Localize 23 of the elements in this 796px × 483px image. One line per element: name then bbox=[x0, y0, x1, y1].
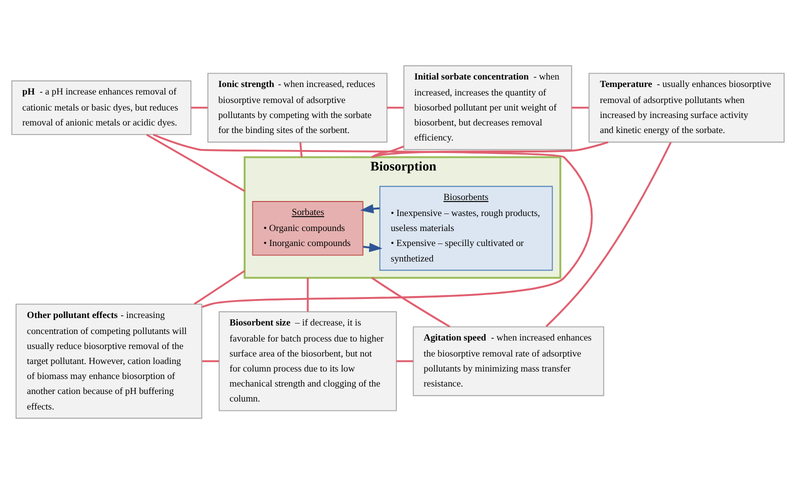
connector bbox=[146, 133, 246, 192]
connector bbox=[299, 142, 303, 157]
connector bbox=[371, 276, 450, 327]
node-box: Ionic strength - when increased, reduces biosorptive removal of adsorptive pollutants by competing with the sorbate for the binding sites of the sorbent. bbox=[207, 72, 388, 142]
connector bbox=[306, 277, 309, 312]
node-box: pH - a pH increase enhances removal of cationic metals or basic dyes, but reduces removal of anionic metals or acidic dyes. bbox=[11, 80, 192, 135]
connector bbox=[202, 360, 220, 362]
connector bbox=[546, 141, 672, 327]
node-box: Other pollutant effects - increasing concentration of competing pollutants will usually reduce biosorptive removal of the target pollutant. However, cation loading of biomass may enhance biosorption of another cation because of pH buffering effects. bbox=[16, 303, 202, 418]
node-box: Biosorbents • Inexpensive – wastes, rough products, useless materials • Expensive – specilly cultivated or synthetized bbox=[379, 185, 553, 270]
node-box: Sorbates • Organic compounds • Inorganic compounds bbox=[252, 200, 364, 256]
node-box: Agitation speed - when increased enhances the biosorptive removal rate of adsorptive pollutants by minimizing mass transfer resistance. bbox=[412, 326, 604, 396]
connector bbox=[387, 106, 404, 108]
node-box: Initial sorbate concentration - when increased, increases the quantity of biosorbed pollutant per unit weight of biosorbent, but decreases removal efficiency. bbox=[403, 64, 572, 150]
connector bbox=[372, 140, 608, 158]
connector bbox=[153, 133, 593, 308]
connector bbox=[371, 144, 404, 158]
connector bbox=[396, 360, 414, 362]
connector bbox=[194, 270, 246, 304]
node-box: Temperature - usually enhances biosorptive removal of adsorptive pollutants when increased by increasing surface activity and kinetic energy of the sorbate. bbox=[588, 72, 785, 142]
connector bbox=[572, 106, 589, 108]
node-box: Biosorbent size – if decrease, it is favorable for batch process due to higher surface area of the biosorbent, but not for column process due to its low mechanical strength and clogging of the column. bbox=[218, 310, 397, 411]
connector bbox=[190, 106, 208, 108]
